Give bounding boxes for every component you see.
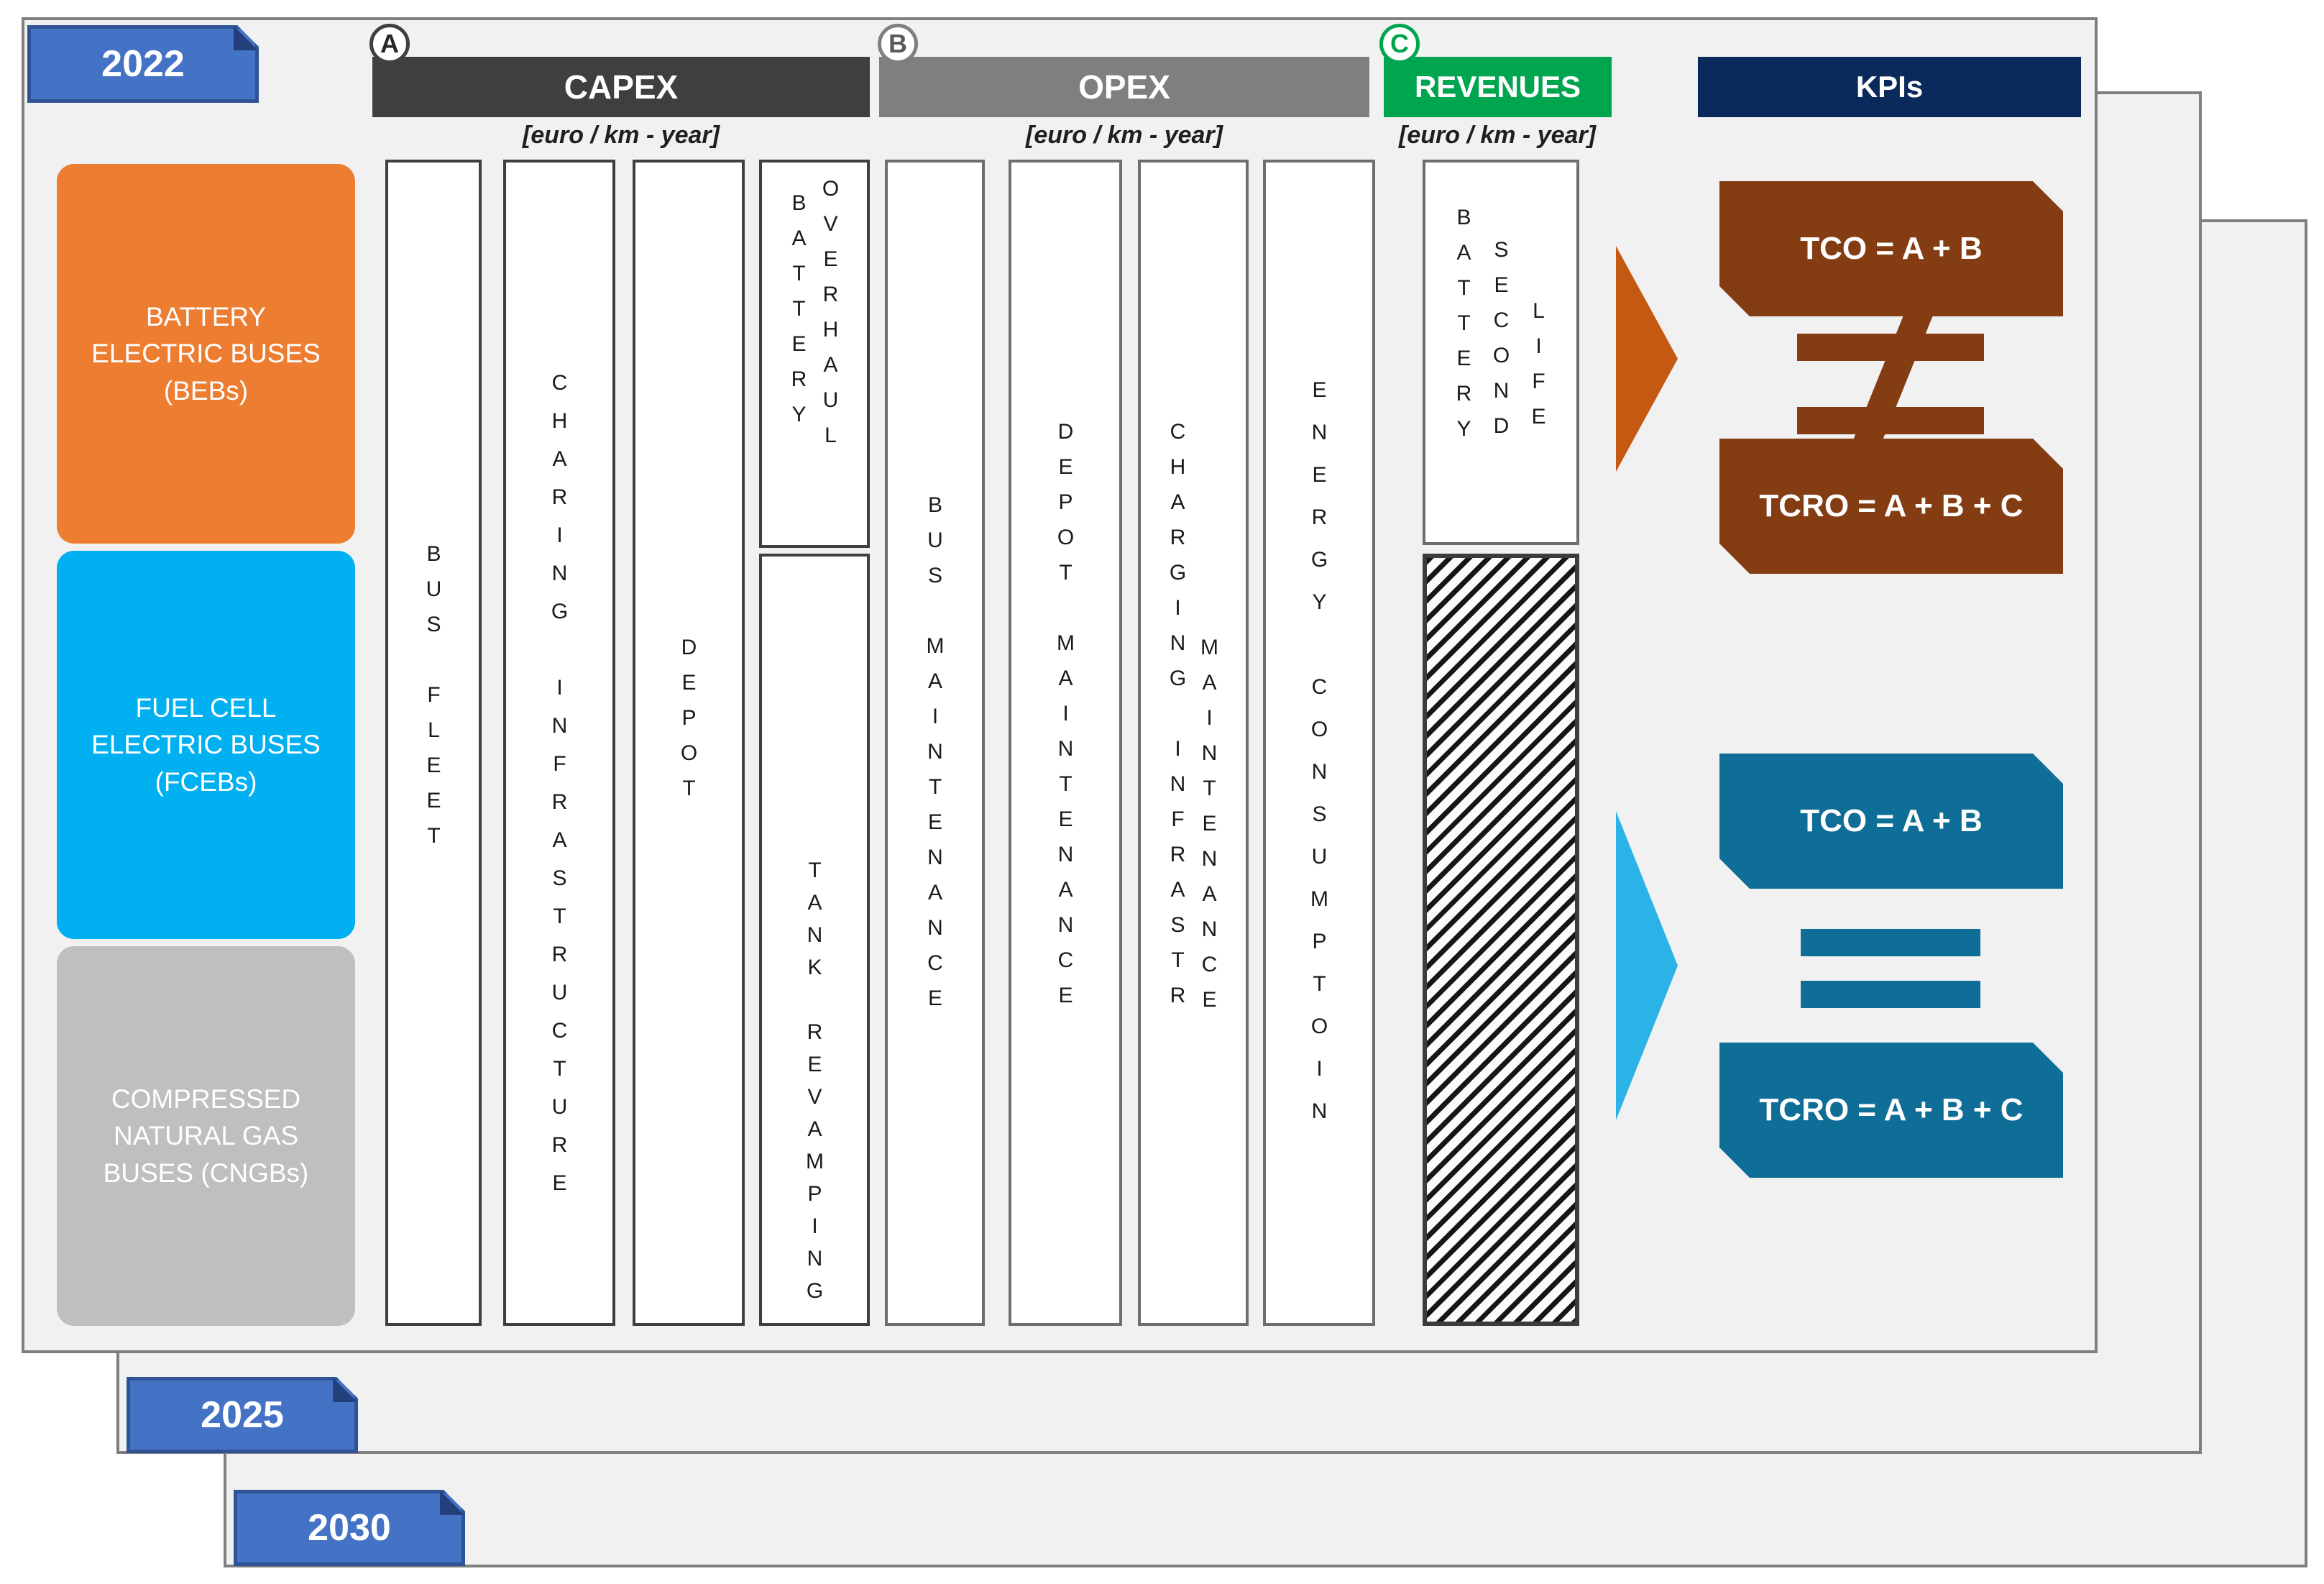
charging-infrastructure-label: CHARING INFRASTRUCTURE — [548, 371, 571, 1209]
bus-type-bebs-label: BATTERY ELECTRIC BUSES (BEBs) — [91, 302, 321, 406]
capex-unit-label: [euro / km - year] — [523, 121, 720, 149]
kpi-tco-beb: TCO = A + B — [1719, 181, 2063, 316]
no-revenue-hatched-box — [1423, 554, 1579, 1326]
bus-maintenance-label: BUS MAINTENANCE — [923, 493, 947, 1022]
capex-column-depot: DEPOT — [633, 160, 745, 1326]
revenues-column-battery-second-life: BATTERY SECOND LIFE — [1423, 160, 1579, 545]
bus-fleet-label: BUS FLEET — [422, 542, 446, 859]
equal-symbol — [1801, 929, 1980, 1008]
bus-type-fcebs-label: FUEL CELL ELECTRIC BUSES (FCEBs) — [91, 693, 321, 797]
opex-column-charging-infrastr-maintenance: CHARGING INFRASTR MAINTENANCE — [1138, 160, 1249, 1326]
year-tab-2025: 2025 — [127, 1377, 358, 1453]
charging-infrastr-label: CHARGING INFRASTR — [1166, 420, 1190, 1019]
opex-column-energy-consumption: ENERGY CONSUMPTOIN — [1263, 160, 1375, 1326]
capex-column-charging-infrastructure: CHARING INFRASTRUCTURE — [503, 160, 615, 1326]
capex-column-bus-fleet: BUS FLEET — [385, 160, 482, 1326]
battery-second-life-label-battery: BATTERY — [1452, 206, 1476, 452]
not-equal-symbol — [1797, 305, 1984, 463]
kpi-tcro-beb: TCRO = A + B + C — [1719, 439, 2063, 574]
depot-maintenance-label: DEPOT MAINTENANCE — [1054, 420, 1078, 1019]
badge-c: C — [1379, 24, 1420, 64]
bus-type-bebs: BATTERY ELECTRIC BUSES (BEBs) — [57, 164, 355, 544]
bus-type-cngbs: COMPRESSED NATURAL GAS BUSES (CNGBs) — [57, 946, 355, 1326]
capex-column-battery-overhaul: BATTERY OVERHAUL — [759, 160, 870, 548]
opex-column-depot-maintenance: DEPOT MAINTENANCE — [1009, 160, 1122, 1326]
opex-unit-label: [euro / km - year] — [1026, 121, 1223, 149]
kpi-tcro-fceb: TCRO = A + B + C — [1719, 1043, 2063, 1178]
year-tab-2030: 2030 — [234, 1490, 465, 1566]
capex-header: CAPEX — [372, 57, 870, 117]
badge-a: A — [369, 24, 410, 64]
battery-overhaul-label-overhaul: OVERHAUL — [819, 177, 842, 459]
battery-second-life-label-life: LIFE — [1527, 299, 1551, 440]
revenues-unit-label: [euro / km - year] — [1399, 121, 1596, 149]
energy-consumption-label: ENERGY CONSUMPTOIN — [1308, 378, 1331, 1142]
opex-header: OPEX — [879, 57, 1369, 117]
bus-type-fcebs: FUEL CELL ELECTRIC BUSES (FCEBs) — [57, 551, 355, 939]
tank-revamping-label: TANK REVAMPING — [803, 859, 827, 1311]
maintenance-label: MAINTENANCE — [1198, 636, 1221, 1023]
revenues-header: REVENUES — [1384, 57, 1612, 117]
badge-b: B — [878, 24, 918, 64]
year-tab-2022: 2022 — [27, 25, 259, 103]
opex-column-bus-maintenance: BUS MAINTENANCE — [885, 160, 985, 1326]
bus-type-cngbs-label: COMPRESSED NATURAL GAS BUSES (CNGBs) — [103, 1084, 309, 1188]
battery-second-life-label-second: SECOND — [1489, 238, 1513, 449]
depot-label: DEPOT — [677, 636, 701, 812]
battery-overhaul-label-battery: BATTERY — [787, 191, 811, 438]
capex-column-tank-revamping: TANK REVAMPING — [759, 554, 870, 1326]
kpis-header: KPIs — [1698, 57, 2081, 117]
kpi-tco-fceb: TCO = A + B — [1719, 754, 2063, 889]
